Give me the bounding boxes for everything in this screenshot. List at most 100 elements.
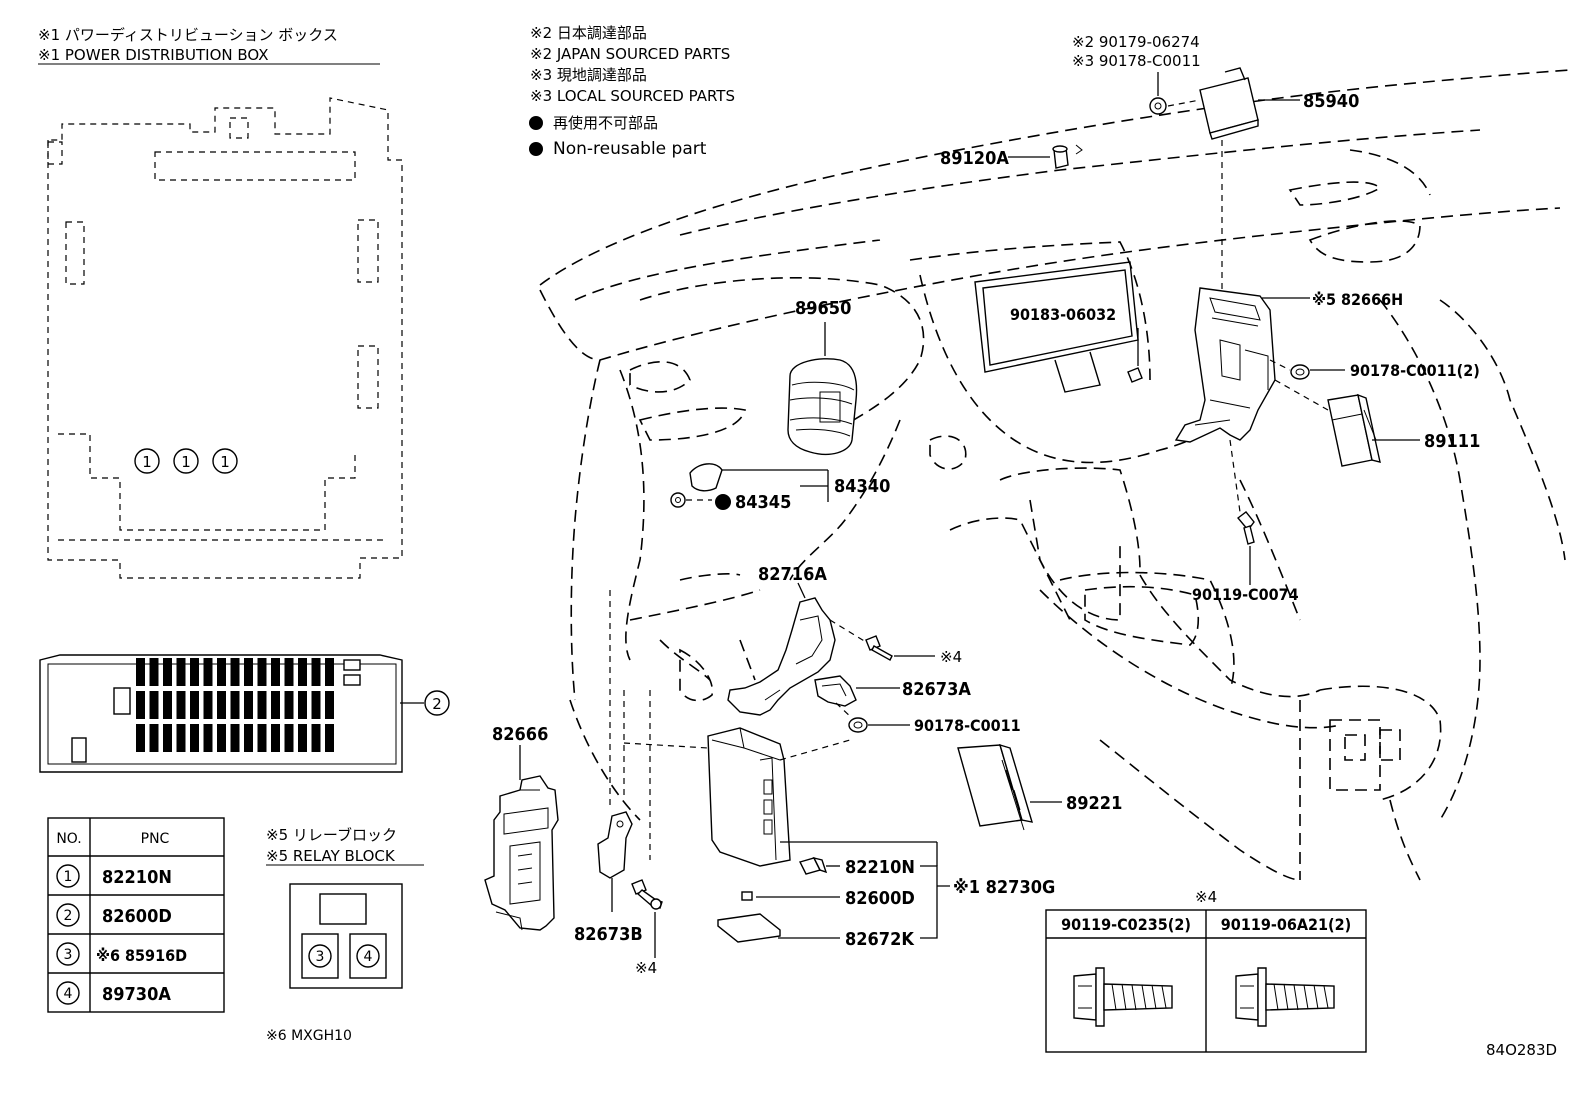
note-2-en: ※2 JAPAN SOURCED PARTS xyxy=(530,45,730,63)
pnc-header-pnc: PNC xyxy=(141,831,170,847)
label-x4-top: ※4 xyxy=(940,648,962,666)
part-82600d-drawing xyxy=(741,891,753,901)
part-82666h-drawing xyxy=(1174,287,1276,443)
part-85940-drawing xyxy=(1199,67,1259,140)
center-display-drawing xyxy=(974,261,1139,393)
fuse-slot xyxy=(190,724,199,752)
label-89120a: 89120A xyxy=(940,148,1009,169)
relay-block-title-en: ※5 RELAY BLOCK xyxy=(266,847,396,865)
callout-1a: 1 xyxy=(142,453,152,471)
fuse-slot xyxy=(271,691,280,719)
note-3-jp: ※3 現地調達部品 xyxy=(530,66,647,84)
fuse-slot xyxy=(163,691,172,719)
fuse-slot xyxy=(284,724,294,752)
fuse-slot xyxy=(311,658,321,686)
steering-area-drawing xyxy=(679,648,714,702)
relay-block-title-jp: ※5 リレーブロック xyxy=(266,826,397,844)
fuse-slot xyxy=(325,691,334,719)
pnc-row-2-pnc: 82600D xyxy=(102,906,172,927)
label-90183-06032: 90183-06032 xyxy=(1010,305,1116,324)
callout-2: 2 xyxy=(432,695,442,713)
bolt-col1-label: 90119-C0235(2) xyxy=(1061,915,1191,934)
fuse-slot xyxy=(217,724,226,752)
fuse-slot xyxy=(203,691,213,719)
pnc-row-1-pnc: 82210N xyxy=(102,867,172,888)
fuse-slot xyxy=(176,691,186,719)
fuse-slot xyxy=(257,691,267,719)
fuse-slot xyxy=(284,658,294,686)
fuse-slot xyxy=(311,724,321,752)
label-90178-c0011-local: ※3 90178-C0011 xyxy=(1072,52,1201,70)
fuse-slot xyxy=(230,724,240,752)
label-90178-c0011: 90178-C0011 xyxy=(914,716,1021,735)
bolt-x4-bottom-icon xyxy=(631,879,663,910)
part-82673b-drawing xyxy=(597,811,633,879)
pnc-row-2-no: 2 xyxy=(64,908,73,924)
bolt-90119-c0074-icon xyxy=(1236,511,1255,545)
pdb-title-jp: ※1 パワーディストリビューション ボックス xyxy=(38,26,338,44)
pnc-row-1-no: 1 xyxy=(64,869,73,885)
fuse-slot xyxy=(271,658,280,686)
diagram-id: 84O283D xyxy=(1486,1041,1557,1059)
fuse-slot xyxy=(203,724,213,752)
callout-1-group: 1 1 1 xyxy=(134,448,238,474)
fuse-slot xyxy=(217,691,226,719)
fuse-slot xyxy=(190,658,199,686)
fuse-slot xyxy=(257,724,267,752)
pnc-row-4-no: 4 xyxy=(64,986,73,1002)
note-nonreuse-jp: 再使用不可部品 xyxy=(553,114,658,132)
label-82666: 82666 xyxy=(492,724,548,745)
part-84340-drawing xyxy=(670,463,723,508)
label-90119-c0074: 90119-C0074 xyxy=(1192,585,1299,604)
fuse-slot xyxy=(244,724,253,752)
fuse-slot xyxy=(257,658,267,686)
bolt-table: 90119-C0235(2) 90119-06A21(2) xyxy=(1045,909,1367,1053)
fuse-slot xyxy=(136,691,145,719)
nut-90178-c0011-icon xyxy=(848,717,868,733)
bolt-flange-icon-2 xyxy=(1235,967,1335,1027)
label-82673b: 82673B xyxy=(574,924,643,945)
fuse-slot xyxy=(217,658,226,686)
fuse-slot xyxy=(163,658,172,686)
part-82666-drawing xyxy=(484,775,559,931)
pnc-row-4-pnc: 89730A xyxy=(102,984,171,1005)
label-82673a: 82673A xyxy=(902,679,971,700)
fuse-slot xyxy=(325,658,334,686)
callout-1c: 1 xyxy=(220,453,230,471)
fuse-slot xyxy=(176,658,186,686)
clip-90179-icon xyxy=(1149,97,1167,115)
bolt-flange-icon xyxy=(1073,967,1173,1027)
part-89120a-drawing xyxy=(1052,144,1083,169)
part-89650-drawing xyxy=(787,358,858,456)
label-82716a: 82716A xyxy=(758,564,827,585)
note-3-en: ※3 LOCAL SOURCED PARTS xyxy=(530,87,735,105)
part-82672k-drawing xyxy=(717,913,781,943)
note-2-jp: ※2 日本調達部品 xyxy=(530,24,647,42)
fuse-slot xyxy=(298,691,307,719)
pnc-row-3-pnc: ※6 85916D xyxy=(96,946,187,965)
label-89650: 89650 xyxy=(795,298,851,319)
bolt-table-title: ※4 xyxy=(1195,888,1217,906)
part-89111-drawing xyxy=(1327,393,1381,467)
part-82673a-drawing xyxy=(814,675,857,707)
part-82716a-drawing xyxy=(727,597,836,716)
fuse-slot xyxy=(298,724,307,752)
nut-90178-icon xyxy=(1290,364,1310,380)
fuse-slot xyxy=(271,724,280,752)
pnc-table: NO. PNC 1 82210N 2 82600D 3 ※6 85916D 4 … xyxy=(47,817,225,1013)
label-85940: 85940 xyxy=(1303,91,1359,112)
relay-callout-4: 4 xyxy=(364,949,373,965)
fuse-block-drawing: 2 xyxy=(39,654,450,773)
fuse-slot xyxy=(163,724,172,752)
fuse-slot xyxy=(244,691,253,719)
relay-block-drawing: 3 4 xyxy=(289,883,403,989)
fuse-slot xyxy=(230,658,240,686)
nonreusable-dot-icon-2 xyxy=(529,142,543,156)
part-89221-drawing xyxy=(957,743,1034,831)
label-82730g: ※1 82730G xyxy=(953,877,1055,898)
clip-90183-icon xyxy=(1127,367,1143,383)
part-82210n-drawing xyxy=(798,856,828,875)
fuse-slot xyxy=(311,691,321,719)
bolt-col2-label: 90119-06A21(2) xyxy=(1221,915,1351,934)
